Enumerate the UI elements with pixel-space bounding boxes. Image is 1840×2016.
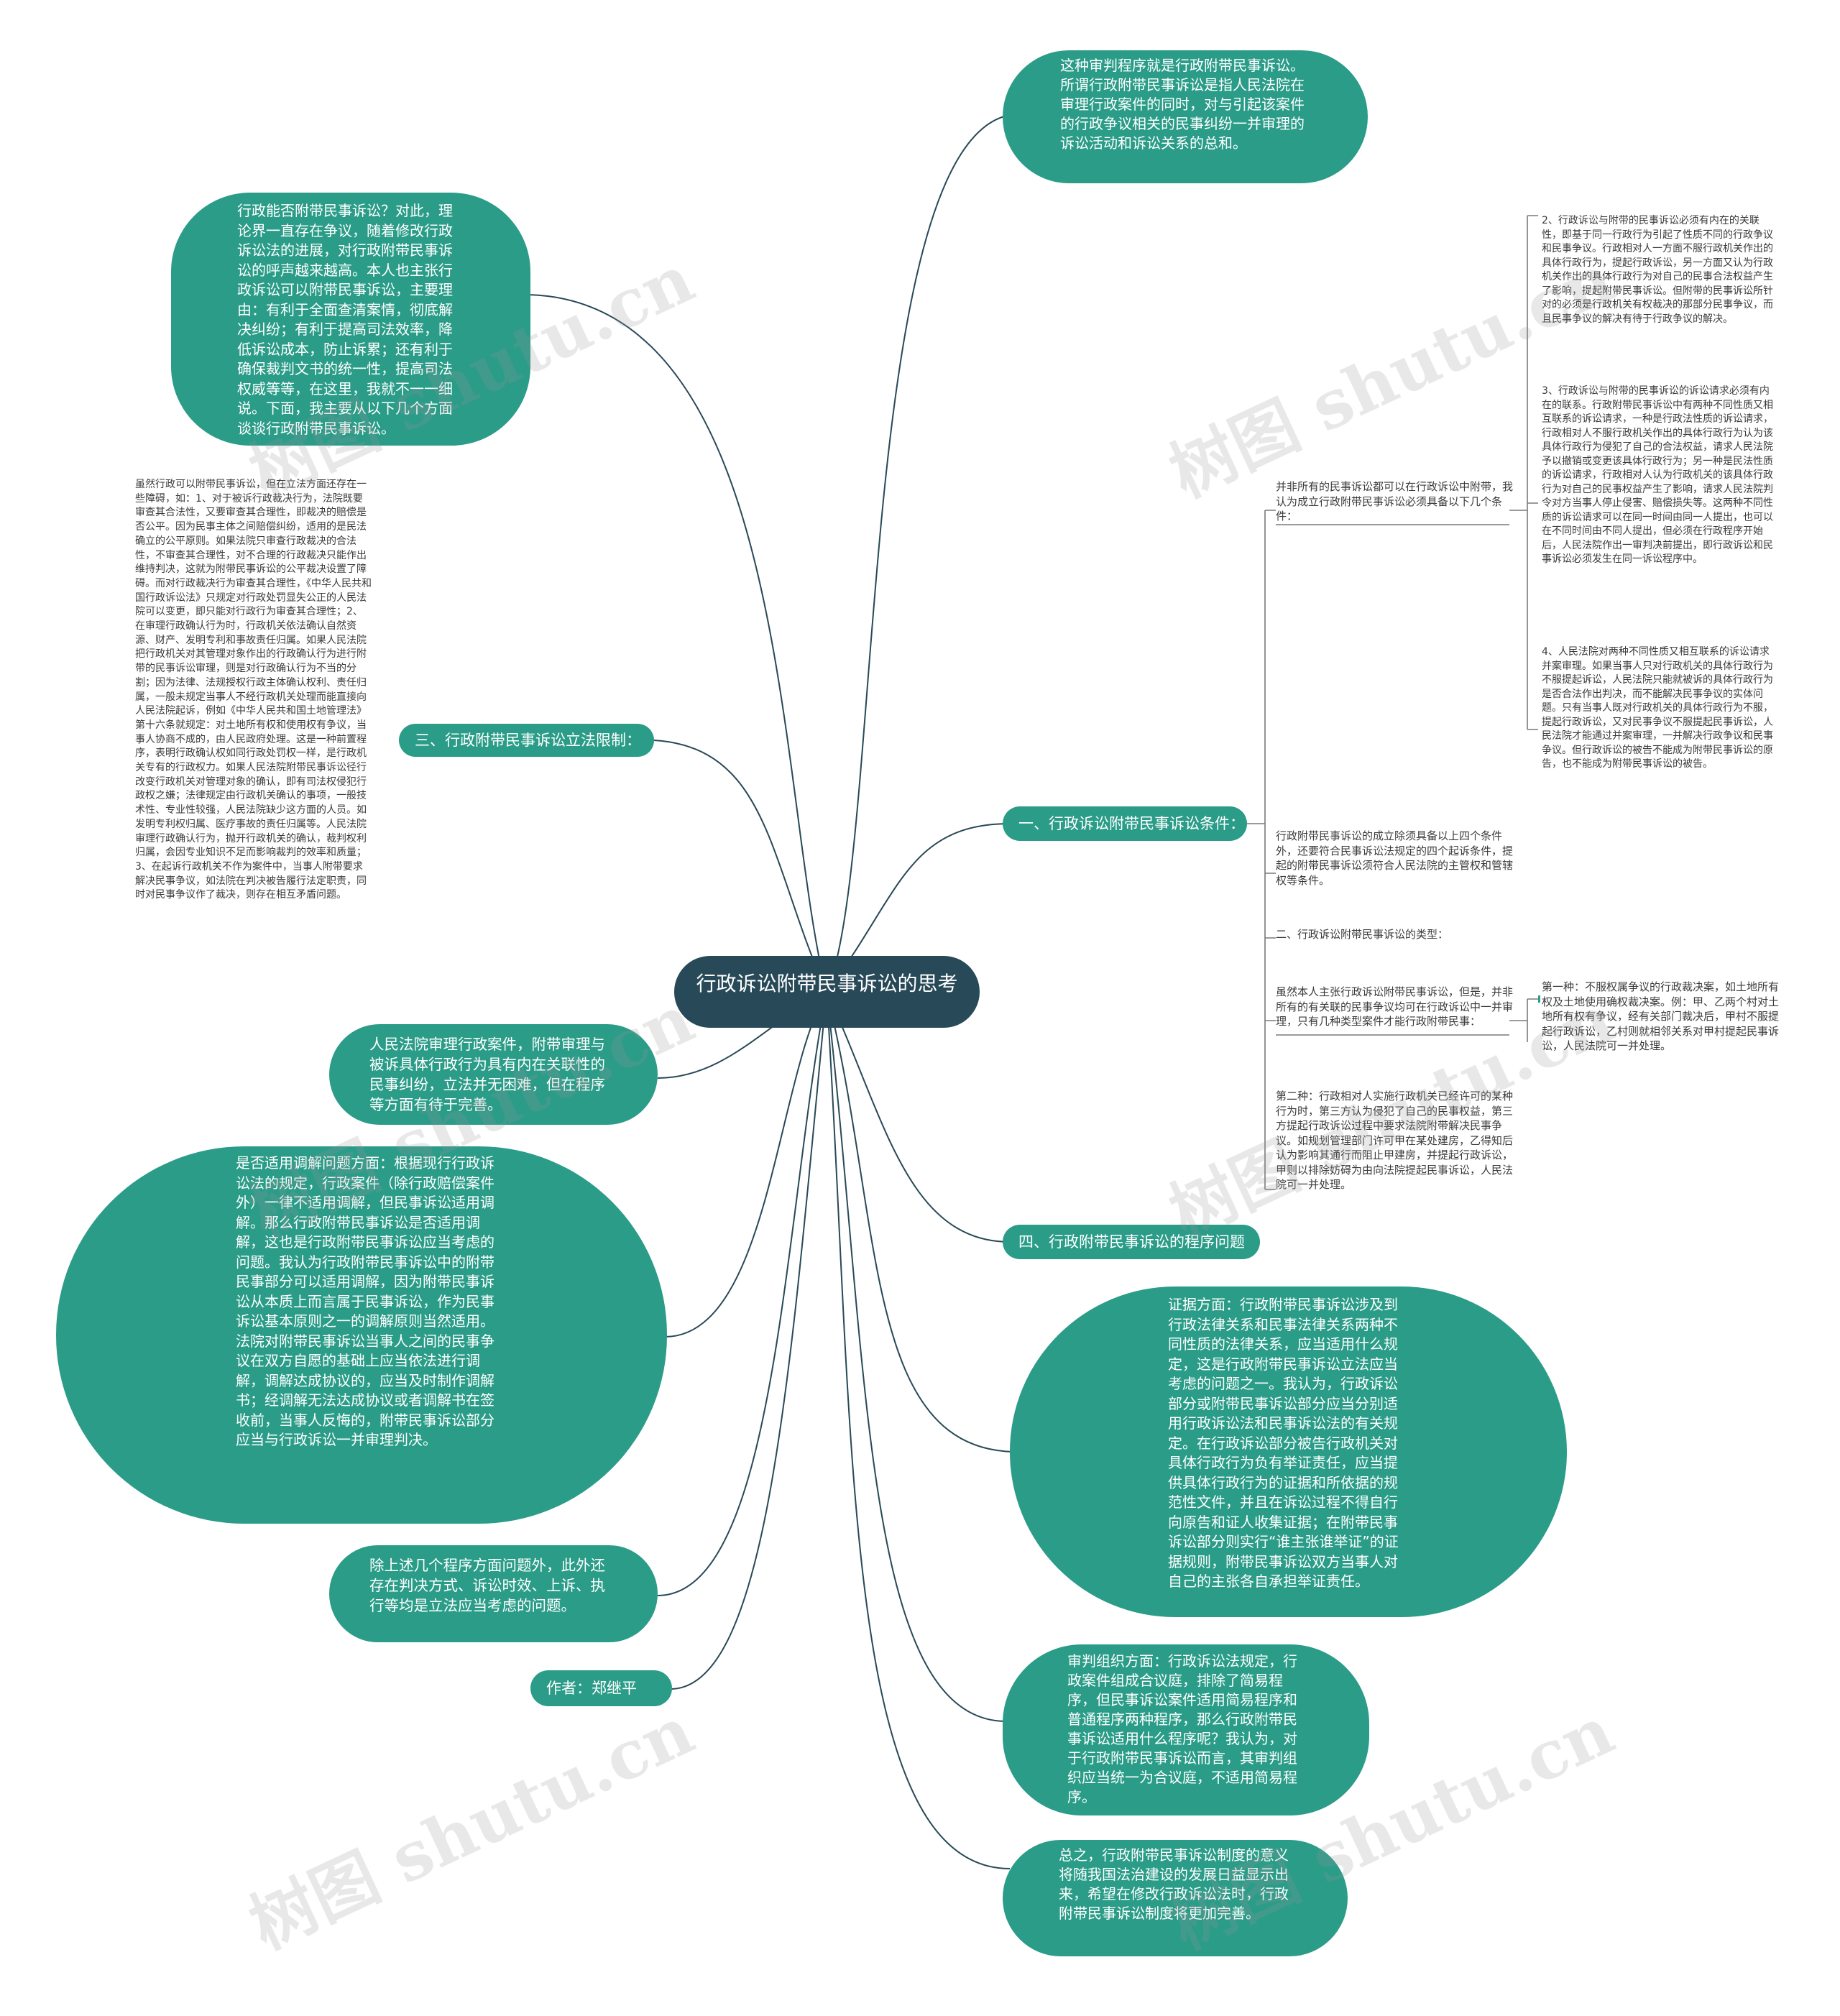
type-2-text: 第二种：行政相对人实施行政机关已经许可的某种行为时，第三方认为侵犯了自己的民事权…: [1276, 1090, 1514, 1191]
link-section4: [826, 991, 1011, 1243]
bracket-types: [1509, 998, 1538, 1042]
root-title: 行政诉讼附带民事诉讼的思考: [696, 972, 958, 995]
section1-label: 一、行政诉讼附带民事诉讼条件：: [1018, 815, 1245, 832]
types-label: 二、行政诉讼附带民事诉讼的类型：: [1276, 927, 1513, 945]
condition-3-text: 3、行政诉讼与附带的民事诉讼的诉讼请求必须有内在的联系。行政附带民事诉讼中有两种…: [1542, 385, 1773, 565]
section4-label: 四、行政附带民事诉讼的程序问题: [1018, 1233, 1245, 1251]
condition-summary: 行政附带民事诉讼的成立除须具备以上四个条件外，还要符合民事诉讼法规定的四个起诉条…: [1276, 829, 1513, 893]
type-2: 第二种：行政相对人实施行政机关已经许可的某种行为时，第三方认为侵犯了自己的民事权…: [1276, 1089, 1513, 1197]
author-node[interactable]: 作者：郑继平: [530, 1670, 672, 1706]
evidence-node[interactable]: 证据方面：行政附带民事诉讼涉及到行政法律关系和民事法律关系两种不同性质的法律关系…: [1010, 1287, 1567, 1617]
link-intro: [528, 294, 827, 993]
condition-summary-text: 行政附带民事诉讼的成立除须具备以上四个条件外，还要符合民事诉讼法规定的四个起诉条…: [1276, 829, 1514, 887]
types-label-text: 二、行政诉讼附带民事诉讼的类型：: [1276, 928, 1449, 941]
mediation-node[interactable]: 是否适用调解问题方面：根据现行行政诉讼法的规定，行政案件（除行政赔偿案件外）一律…: [56, 1146, 667, 1524]
interrelation-node[interactable]: 人民法院审理行政案件，附带审理与被诉具体行政行为具有内在关联性的民事纠纷，立法并…: [329, 1024, 658, 1125]
link-other: [657, 991, 827, 1596]
author-text: 作者：郑继平: [546, 1680, 637, 1697]
section3-detail: 虽然行政可以附带民事诉讼，但在立法方面还存在一些障碍，如：1、对于被诉行政裁决行…: [135, 478, 372, 1003]
type-1-text: 第一种：不服权属争议的行政裁决案，如土地所有权及土地使用确权裁决案。例：甲、乙两…: [1542, 980, 1780, 1052]
type-1: 第一种：不服权属争议的行政裁决案，如土地所有权及土地使用确权裁决案。例：甲、乙两…: [1542, 980, 1779, 1059]
condition-3: 3、行政诉讼与附带的民事诉讼的诉讼请求必须有内在的联系。行政附带民事诉讼中有两种…: [1542, 385, 1779, 615]
intro-node[interactable]: 行政能否附带民事诉讼？对此，理论界一直存在争议，随着修改行政诉讼法的进展，对行政…: [171, 193, 530, 446]
other-issues-node[interactable]: 除上述几个程序方面问题外，此外还存在判决方式、诉讼时效、上诉、执行等均是立法应当…: [329, 1545, 658, 1642]
link-organization: [826, 991, 1007, 1722]
types-intro: 虽然本人主张行政诉讼附带民事诉讼，但是，并非所有的有关联的民事争议均可在行政诉讼…: [1276, 985, 1513, 1035]
mediation-text: 是否适用调解问题方面：根据现行行政诉讼法的规定，行政案件（除行政赔偿案件外）一律…: [236, 1154, 494, 1448]
evidence-text: 证据方面：行政附带民事诉讼涉及到行政法律关系和民事法律关系两种不同性质的法律关系…: [1168, 1296, 1399, 1590]
organization-node[interactable]: 审判组织方面：行政诉讼法规定，行政案件组成合议庭，排除了简易程序，但民事诉讼案件…: [1003, 1644, 1369, 1815]
link-section3: [653, 740, 827, 993]
definition-node[interactable]: 这种审判程序就是行政附带民事诉讼。所谓行政附带民事诉讼是指人民法院在审理行政案件…: [1003, 50, 1368, 183]
conclusion-node[interactable]: 总之，行政附带民事诉讼制度的意义将随我国法治建设的发展日益显示出来，希望在修改行…: [1003, 1840, 1348, 1956]
link-mediation: [664, 991, 827, 1338]
intro-text: 行政能否附带民事诉讼？对此，理论界一直存在争议，随着修改行政诉讼法的进展，对行政…: [237, 202, 453, 437]
link-author: [671, 991, 827, 1690]
link-conclusion: [826, 991, 1011, 1869]
conclusion-text: 总之，行政附带民事诉讼制度的意义将随我国法治建设的发展日益显示出来，希望在修改行…: [1059, 1846, 1289, 1922]
condition-2: 2、行政诉讼与附带的民事诉讼必须有内在的关联性，即基于同一行政行为引起了性质不同…: [1542, 214, 1779, 351]
definition-text: 这种审判程序就是行政附带民事诉讼。所谓行政附带民事诉讼是指人民法院在审理行政案件…: [1060, 57, 1305, 152]
section3-detail-text: 虽然行政可以附带民事诉讼，但在立法方面还存在一些障碍，如：1、对于被诉行政裁决行…: [135, 479, 372, 901]
section3-label: 三、行政附带民事诉讼立法限制：: [415, 732, 641, 749]
condition-4: 4、人民法院对两种不同性质又相互联系的诉讼请求并案审理。如果当事人只对行政机关的…: [1542, 645, 1779, 804]
condition-intro: 并非所有的民事诉讼都可以在行政诉讼中附带，我认为成立行政附带民事诉讼必须具备以下…: [1276, 479, 1513, 523]
link-section1: [826, 823, 1011, 993]
condition-4-text: 4、人民法院对两种不同性质又相互联系的诉讼请求并案审理。如果当事人只对行政机关的…: [1542, 646, 1773, 770]
root-topic[interactable]: 行政诉讼附带民事诉讼的思考: [674, 956, 980, 1028]
organization-text: 审判组织方面：行政诉讼法规定，行政案件组成合议庭，排除了简易程序，但民事诉讼案件…: [1067, 1652, 1297, 1805]
link-definition: [826, 114, 1011, 993]
condition-2-text: 2、行政诉讼与附带的民事诉讼必须有内在的关联性，即基于同一行政行为引起了性质不同…: [1542, 215, 1773, 325]
bracket-section1: [1247, 510, 1276, 1190]
other-issues-text: 除上述几个程序方面问题外，此外还存在判决方式、诉讼时效、上诉、执行等均是立法应当…: [369, 1557, 605, 1614]
type-1-marker: [1538, 995, 1540, 1003]
types-intro-text: 虽然本人主张行政诉讼附带民事诉讼，但是，并非所有的有关联的民事争议均可在行政诉讼…: [1276, 985, 1514, 1028]
section1-node[interactable]: 一、行政诉讼附带民事诉讼条件：: [1003, 806, 1247, 841]
bracket-conditions: [1509, 215, 1538, 730]
link-evidence: [826, 991, 1018, 1453]
condition-intro-text: 并非所有的民事诉讼都可以在行政诉讼中附带，我认为成立行政附带民事诉讼必须具备以下…: [1276, 480, 1514, 523]
interrelation-text: 人民法院审理行政案件，附带审理与被诉具体行政行为具有内在关联性的民事纠纷，立法并…: [369, 1036, 605, 1113]
section3-node[interactable]: 三、行政附带民事诉讼立法限制：: [399, 724, 654, 757]
section4-node[interactable]: 四、行政附带民事诉讼的程序问题: [1003, 1225, 1260, 1259]
